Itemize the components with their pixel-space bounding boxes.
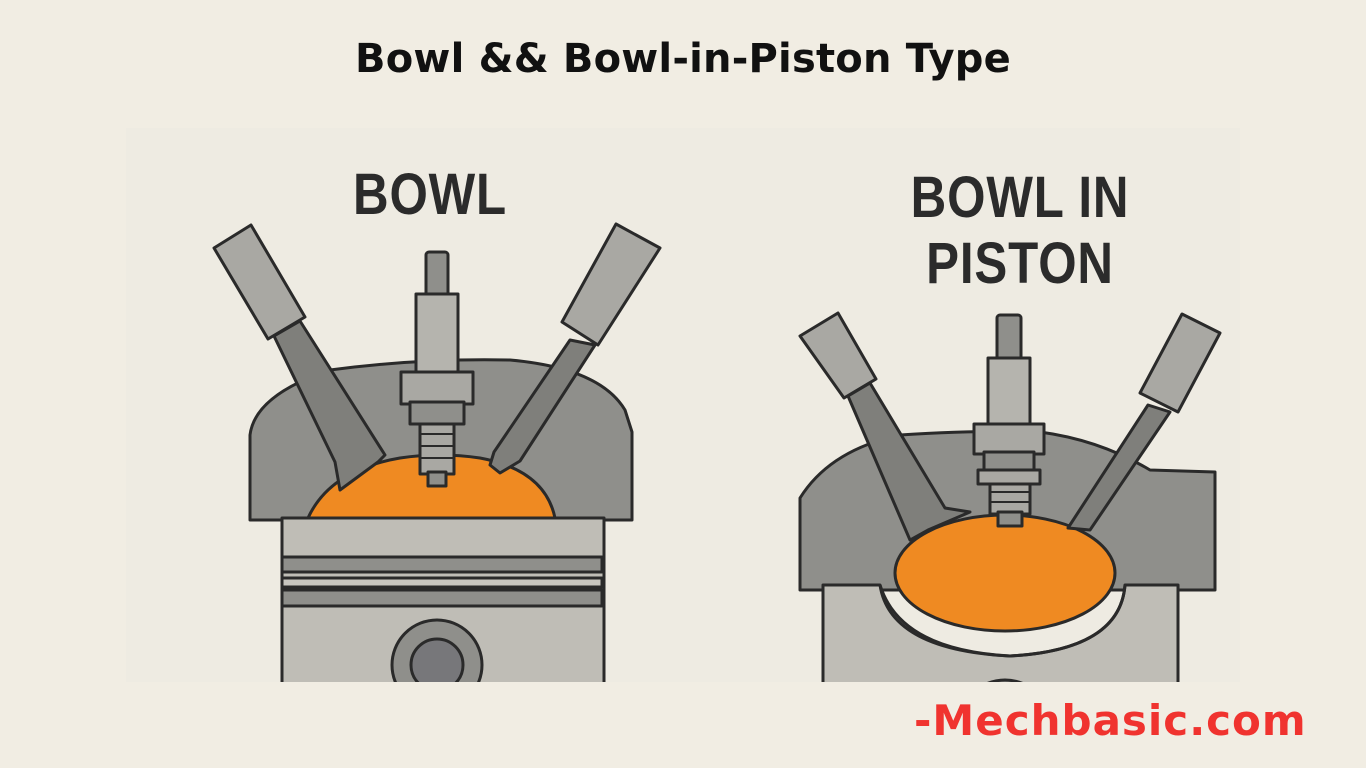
combustion-bowl-in-piston	[893, 513, 1117, 633]
bowl-in-piston-label-line1: BOWL IN	[910, 165, 1130, 230]
intake-valve	[798, 311, 972, 542]
exhaust-valve	[488, 222, 662, 475]
exhaust-valve	[1066, 312, 1222, 532]
intake-valve	[212, 223, 387, 492]
spark-plug	[399, 250, 475, 488]
watermark-link: -Mechbasic.com	[914, 696, 1307, 745]
bowl-label: BOWL	[352, 162, 507, 227]
bowl-in-piston-diagram	[798, 311, 1222, 682]
piston-pin-inner	[409, 637, 465, 682]
piston-pin	[987, 678, 1023, 682]
piston-ring	[280, 588, 604, 608]
bowl-cavity	[878, 584, 1127, 658]
spark-plug	[972, 313, 1046, 528]
bowl-in-piston-label: BOWL IN PISTON	[901, 165, 1139, 297]
piston-ring	[280, 576, 604, 589]
piston-ring	[280, 555, 604, 574]
bowl-diagram	[212, 222, 662, 682]
bowl-in-piston-label-line2: PISTON	[926, 231, 1114, 296]
page-title: Bowl && Bowl-in-Piston Type	[355, 36, 1011, 82]
